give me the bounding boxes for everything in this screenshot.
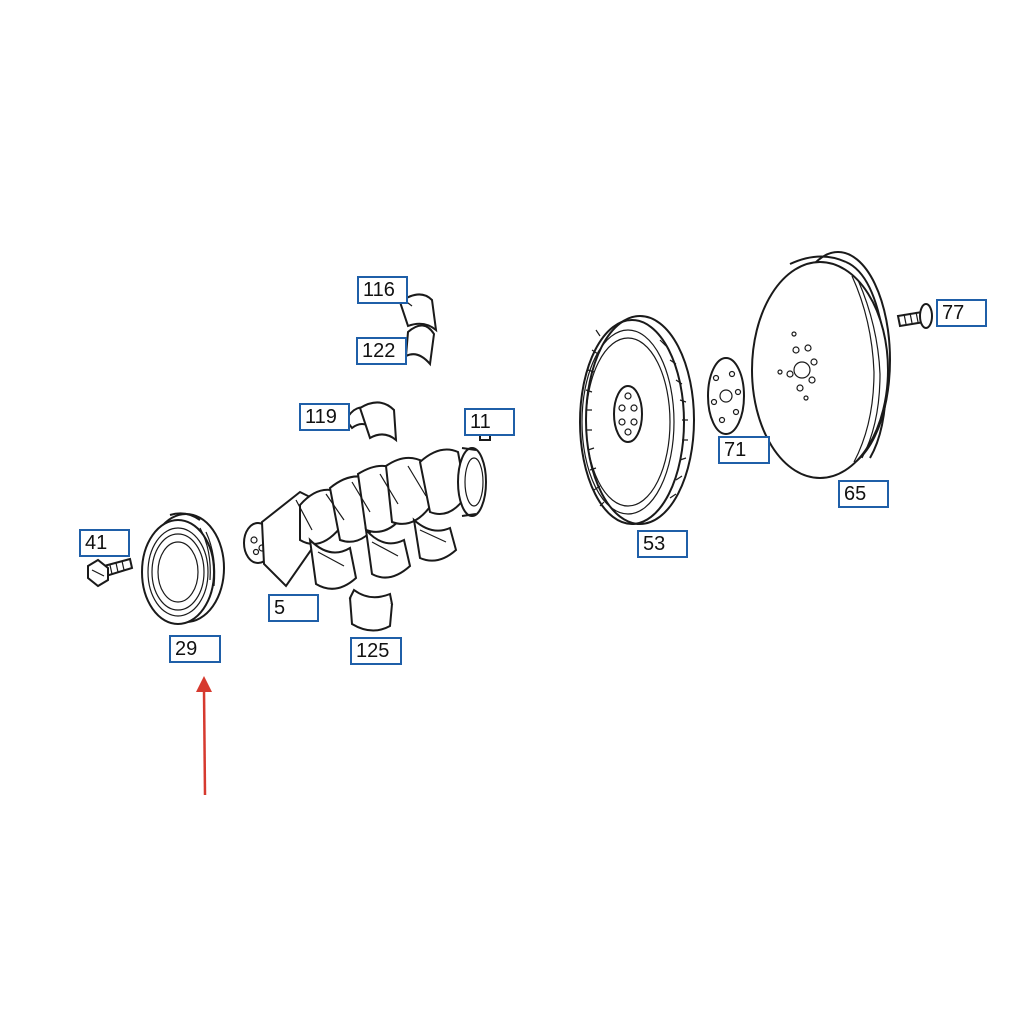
crankshaft-5[interactable] [243,447,487,590]
part-label-122[interactable]: 122 [356,337,407,365]
bearing-shell-116[interactable] [398,293,438,333]
flywheel-65[interactable] [751,251,891,479]
bearing-shell-125[interactable] [348,588,394,632]
bolt-77[interactable] [896,303,933,329]
flywheel-53[interactable] [579,315,695,525]
part-label-116[interactable]: 116 [357,276,408,304]
bearing-shell-119[interactable] [344,401,398,443]
part-label-29[interactable]: 29 [169,635,221,663]
part-label-119[interactable]: 119 [299,403,350,431]
plate-71[interactable] [707,357,745,435]
part-label-65[interactable]: 65 [838,480,889,508]
bearing-shell-122[interactable] [404,324,436,367]
pulley-29[interactable] [141,512,225,625]
part-label-77[interactable]: 77 [936,299,987,327]
bolt-41[interactable] [87,557,134,588]
part-label-125[interactable]: 125 [350,637,402,665]
indicator-arrow [196,676,212,796]
part-label-11[interactable]: 11 [464,408,515,436]
part-label-5[interactable]: 5 [268,594,319,622]
part-label-53[interactable]: 53 [637,530,688,558]
part-label-71[interactable]: 71 [718,436,770,464]
part-label-41[interactable]: 41 [79,529,130,557]
